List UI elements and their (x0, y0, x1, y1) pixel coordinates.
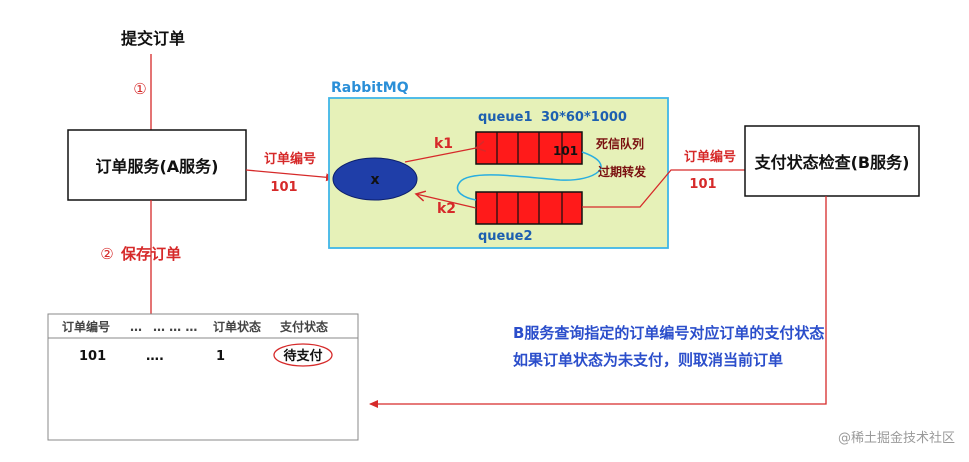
flow-line-b-to-table (369, 196, 827, 408)
table-cell-order-number: 101 (79, 349, 106, 364)
order-number-label-left: 订单编号 (264, 151, 316, 167)
k2-label: k2 (437, 201, 456, 217)
order-number-label-right: 订单编号 (684, 149, 736, 165)
table-cell-order-status: 1 (216, 349, 225, 364)
order-number-value-right: 101 (689, 177, 716, 192)
service-b-label: 支付状态检查(B服务) (754, 153, 910, 172)
service-a-box[interactable] (67, 129, 247, 201)
save-order-label: 保存订单 (120, 245, 181, 263)
exchange-node[interactable] (332, 157, 418, 201)
queue1-message: 101 (553, 144, 578, 158)
queue2-label: queue2 (478, 229, 533, 244)
expire-forward-label: 过期转发 (598, 164, 647, 179)
service-a-label: 订单服务(A服务) (95, 157, 218, 176)
watermark: @稀土掘金技术社区 (838, 430, 955, 446)
service-b-box[interactable] (744, 125, 920, 197)
binding-k1 (404, 140, 487, 163)
table-header-ellipsis-1: … (130, 320, 142, 334)
table-header-order-number: 订单编号 (62, 319, 110, 334)
step-2-marker: ② (100, 245, 113, 263)
step-1-marker: ① (133, 80, 146, 98)
exchange-label: x (370, 172, 379, 188)
flow-line-queue2-to-b (582, 169, 745, 208)
submit-order-label: 提交订单 (121, 29, 185, 48)
flow-line-a-to-exchange (245, 169, 335, 182)
dead-letter-label: 死信队列 (596, 136, 644, 151)
queue2[interactable] (475, 191, 583, 225)
binding-k2 (414, 190, 477, 209)
table-cell-ellipsis: …. (146, 349, 164, 364)
table-header-payment-status: 支付状态 (279, 319, 328, 334)
rabbitmq-title: RabbitMQ (331, 80, 409, 96)
table-header-ellipsis-2: … … … (153, 320, 197, 334)
payment-status-highlight (273, 343, 333, 367)
note-line-2: 如果订单状态为未支付，则取消当前订单 (513, 351, 783, 369)
queue1-ttl-label: 30*60*1000 (541, 110, 627, 125)
order-number-value-left: 101 (270, 180, 297, 195)
k1-label: k1 (434, 136, 453, 152)
order-table (47, 313, 359, 441)
queue1-label: queue1 (478, 110, 533, 125)
queue1[interactable] (475, 131, 583, 165)
table-header-order-status: 订单状态 (213, 319, 261, 334)
dead-letter-route (456, 151, 602, 201)
table-cell-payment-status: 待支付 (282, 348, 322, 364)
note-line-1: B服务查询指定的订单编号对应订单的支付状态 (513, 324, 824, 342)
